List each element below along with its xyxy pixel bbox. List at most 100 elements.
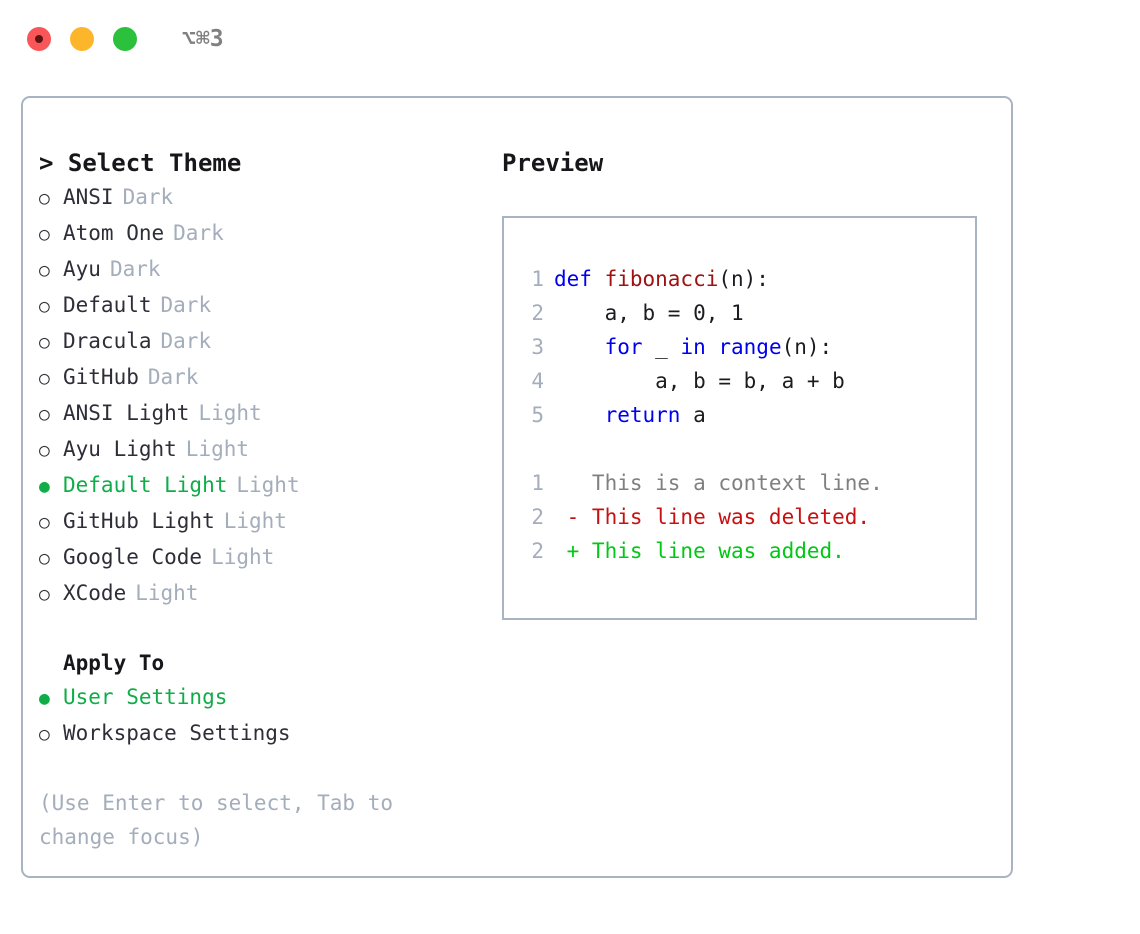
theme-option-category: Dark [147,365,199,389]
code-token-del: - This line was deleted. [554,505,871,529]
theme-option-label: Atom One [63,221,165,245]
code-token-plain [554,403,605,427]
radio-unselected-icon: ○ [39,368,50,389]
theme-option-category: Light [211,545,275,569]
theme-option-label: Default Light [63,473,228,497]
theme-option-label: GitHub Light [63,509,215,533]
radio-selected-icon: ● [39,688,50,709]
theme-option-5[interactable]: ○ GitHub Dark [39,360,479,396]
line-number: 1 [531,267,544,291]
code-token-plain: a [680,403,706,427]
close-button[interactable] [27,27,51,51]
theme-option-4[interactable]: ○ Dracula Dark [39,324,479,360]
keyboard-shortcut-label: ⌥⌘3 [182,25,224,52]
theme-option-category: Light [185,437,250,461]
apply-to-option-label: Workspace Settings [63,721,291,745]
diff-line-0: 1 This is a context line. [522,466,975,500]
line-number: 2 [531,505,544,529]
theme-option-2[interactable]: ○ Ayu Dark [39,252,479,288]
code-token-plain: (n): [718,267,769,291]
diff-line-1: 2 - This line was deleted. [522,500,975,534]
radio-unselected-icon: ○ [39,584,50,605]
radio-unselected-icon: ○ [39,404,50,425]
window-controls [27,27,137,51]
title-bar: ⌥⌘3 [0,0,1140,78]
theme-option-category: Light [198,401,262,425]
theme-option-9[interactable]: ○ GitHub Light Light [39,504,479,540]
code-token-kw: return [604,403,681,427]
apply-to-option-1[interactable]: ○Workspace Settings [39,716,479,752]
line-number: 3 [531,335,544,359]
radio-unselected-icon: ○ [39,332,50,353]
theme-option-8[interactable]: ● Default Light Light [39,468,479,504]
radio-unselected-icon: ○ [39,440,50,461]
theme-option-1[interactable]: ○ Atom One Dark [39,216,479,252]
apply-to-option-0[interactable]: ● User Settings [39,680,479,716]
code-token-fn: fibonacci [604,267,719,291]
theme-option-category: Light [135,581,199,605]
code-token-plain: _ [642,335,681,359]
theme-option-category: Dark [109,257,161,281]
line-number: 2 [531,539,544,563]
radio-selected-icon: ● [39,476,50,497]
radio-unselected-icon: ○ [39,296,50,317]
code-line-2: 3 for _ in range(n): [522,330,975,364]
theme-option-category: Dark [160,293,212,317]
diff-sample: 1 This is a context line.2 - This line w… [522,466,975,568]
code-token-plain: a, b = b, a + b [554,369,845,393]
code-token-kw: in range [680,335,782,359]
theme-option-category: Light [223,509,287,533]
apply-to-label: Apply To [63,651,165,675]
theme-option-category: Dark [173,221,224,245]
code-token-add: + This line was added. [554,539,845,563]
minimize-button[interactable] [70,27,94,51]
theme-option-label: Ayu [63,257,101,281]
code-line-1: 2 a, b = 0, 1 [522,296,975,330]
theme-option-label: XCode [63,581,127,605]
theme-option-label: ANSI Light [63,401,190,425]
theme-option-label: Default [63,293,152,317]
theme-option-label: Google Code [63,545,203,569]
line-number: 2 [531,301,544,325]
radio-unselected-icon: ○ [39,512,50,533]
apply-to-list[interactable]: ● User Settings ○Workspace Settings [39,680,479,752]
panel-title-preview: Preview [502,149,604,177]
theme-option-category: Dark [122,185,174,209]
theme-option-7[interactable]: ○ Ayu Light Light [39,432,479,468]
line-number: 4 [531,369,544,393]
apply-to-option-label: User Settings [63,685,228,709]
theme-option-label: Dracula [63,329,152,353]
code-line-4: 5 return a [522,398,975,432]
apply-to-heading: Apply To [39,646,479,680]
code-diff-spacer [522,432,975,466]
code-token-plain: (n): [781,335,833,359]
line-number: 5 [531,403,544,427]
code-token-kw: for [604,335,643,359]
theme-option-category: Light [236,473,300,497]
radio-unselected-icon: ○ [39,224,50,245]
line-number: 1 [531,471,544,495]
theme-option-6[interactable]: ○ ANSI Light Light [39,396,479,432]
code-token-ctx: This is a context line. [554,471,883,495]
panel-title-select-theme: > Select Theme [39,149,242,177]
code-line-3: 4 a, b = b, a + b [522,364,975,398]
theme-option-3[interactable]: ○ Default Dark [39,288,479,324]
code-token-plain: a, b = 0, 1 [554,301,744,325]
theme-option-label: Ayu Light [63,437,177,461]
theme-option-category: Dark [160,329,212,353]
theme-option-label: GitHub [63,365,139,389]
diff-line-2: 2 + This line was added. [522,534,975,568]
radio-unselected-icon: ○ [39,188,50,209]
radio-unselected-icon: ○ [39,260,50,281]
maximize-button[interactable] [113,27,137,51]
theme-option-11[interactable]: ○ XCode Light [39,576,479,612]
